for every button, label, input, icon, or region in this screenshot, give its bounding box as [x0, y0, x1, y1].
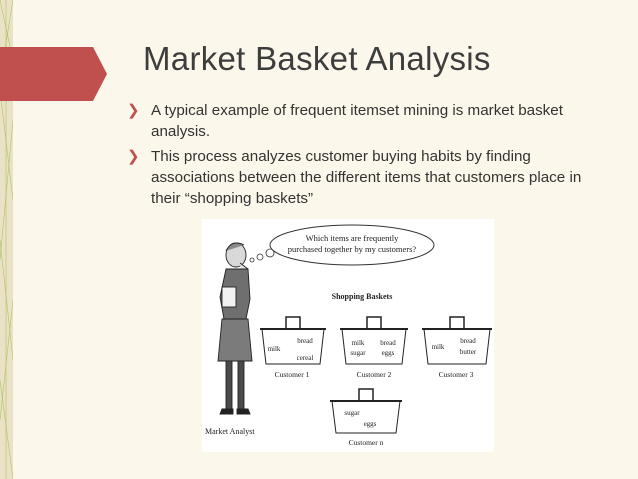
- basket-item: milk: [432, 343, 445, 351]
- thought-line-1: Which items are frequently: [306, 233, 400, 243]
- market-basket-figure: Which items are frequently purchased tog…: [202, 219, 494, 452]
- analyst-label: Market Analyst: [205, 427, 255, 436]
- basket-label: Customer 1: [275, 370, 310, 379]
- basket-item: milk: [268, 345, 281, 353]
- basket-label: Customer 2: [357, 370, 392, 379]
- bullet-item: ❯ This process analyzes customer buying …: [127, 146, 597, 209]
- basket-customer-n: sugar eggs Customer n: [330, 388, 402, 447]
- basket-item: sugar: [344, 409, 360, 417]
- basket-customer-1: bread milk cereal Customer 1: [260, 316, 326, 379]
- thought-bubble: Which items are frequently purchased tog…: [249, 224, 435, 266]
- slide-title: Market Basket Analysis: [143, 40, 491, 77]
- basket-customer-2: milk bread sugar eggs Customer 2: [340, 316, 408, 379]
- baskets-heading: Shopping Baskets: [332, 292, 393, 301]
- analyst-figure: [217, 242, 253, 415]
- basket-item: bread: [460, 337, 476, 345]
- basket-item: bread: [297, 337, 313, 345]
- basket-customer-3: bread milk butter Customer 3: [422, 316, 492, 379]
- title-accent-tab: [0, 47, 107, 101]
- bullet-arrow-icon: ❯: [127, 102, 140, 119]
- bullet-item: ❯ A typical example of frequent itemset …: [127, 100, 597, 142]
- bullet-arrow-icon: ❯: [127, 148, 140, 165]
- basket-label: Customer n: [349, 438, 384, 447]
- basket-label: Customer 3: [439, 370, 474, 379]
- basket-item: milk: [352, 339, 365, 347]
- figure-illustration: Which items are frequently purchased tog…: [205, 224, 492, 447]
- bullet-list: ❯ A typical example of frequent itemset …: [127, 100, 597, 213]
- basket-item: eggs: [382, 349, 395, 357]
- basket-item: bread: [380, 339, 396, 347]
- basket-item: cereal: [297, 354, 314, 362]
- basket-item: sugar: [350, 349, 366, 357]
- basket-item: eggs: [364, 420, 377, 428]
- bullet-text: This process analyzes customer buying ha…: [151, 148, 582, 207]
- basket-item: butter: [460, 348, 477, 356]
- thought-line-2: purchased together by my customers?: [288, 244, 417, 254]
- bullet-text: A typical example of frequent itemset mi…: [151, 102, 563, 140]
